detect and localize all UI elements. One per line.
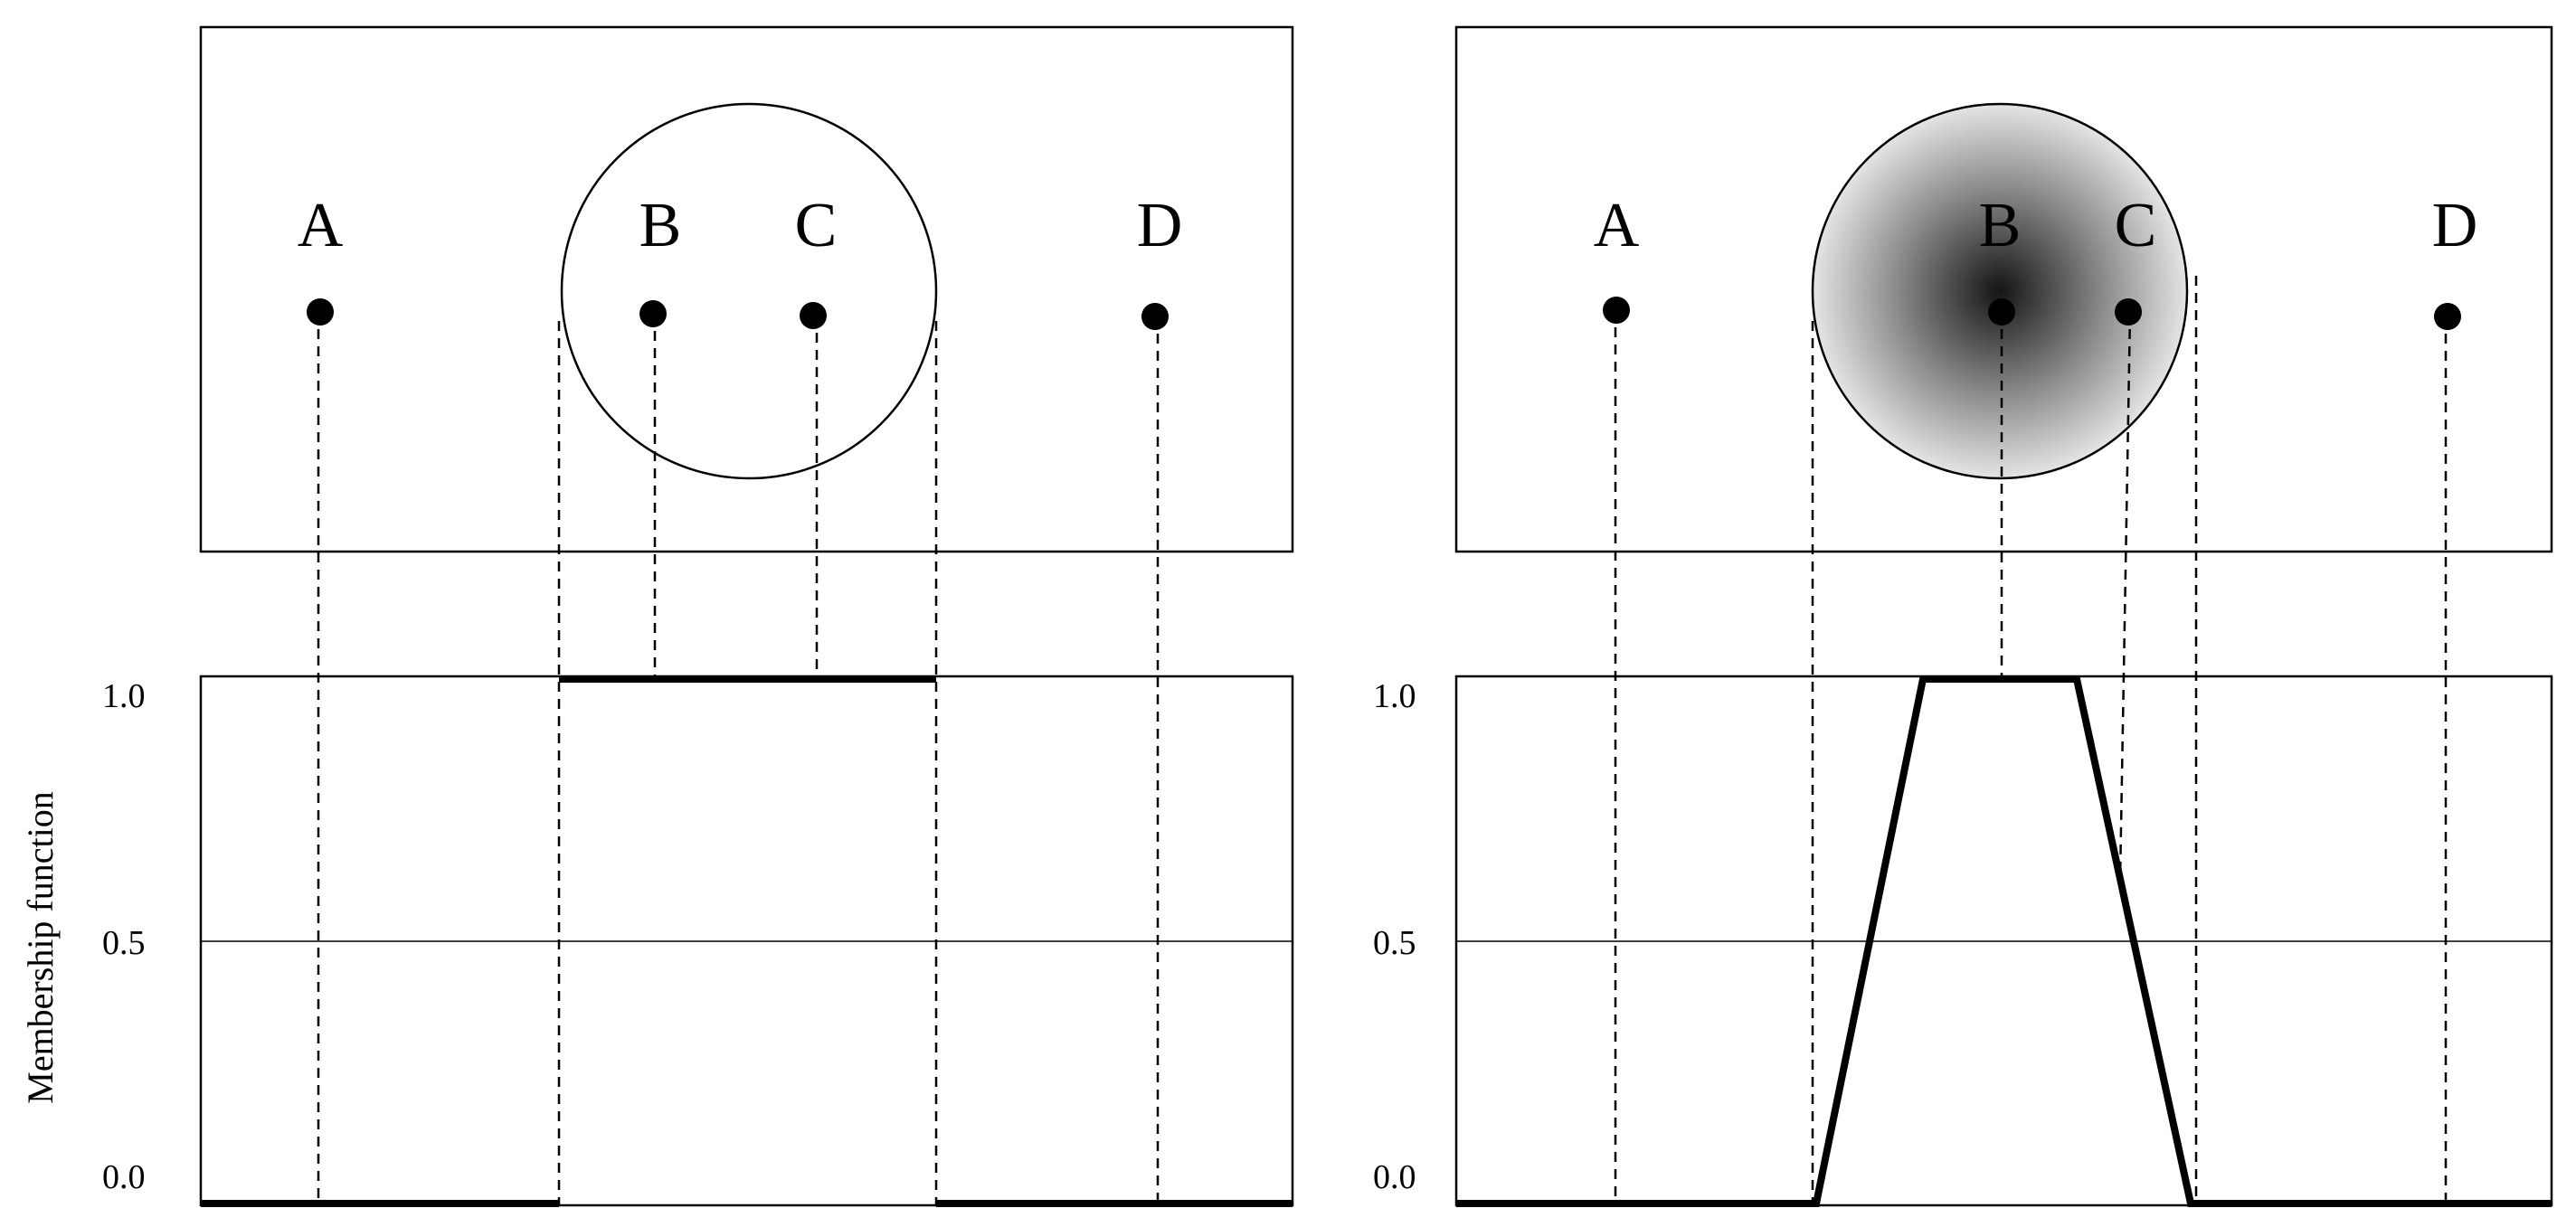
crisp-tick-05: 0.5 <box>102 924 146 962</box>
fuzzy-label-d: D <box>2432 191 2478 260</box>
fuzzy-tick-1: 1.0 <box>1373 677 1416 715</box>
fuzzy-point-b <box>1988 298 2015 326</box>
fuzzy-label-b: B <box>1979 191 2022 260</box>
fuzzy-tick-05: 0.5 <box>1373 924 1416 962</box>
crisp-tick-1: 1.0 <box>102 677 146 715</box>
fuzzy-set-circle <box>1811 102 2189 480</box>
crisp-label-c: C <box>795 191 838 260</box>
crisp-point-b <box>639 300 667 327</box>
crisp-label-d: D <box>1137 191 1183 260</box>
fuzzy-panel: A B C D 1.0 0.5 0.0 <box>1373 25 2553 1207</box>
crisp-point-d <box>1141 303 1169 330</box>
fuzzy-membership-line <box>1456 675 2552 1207</box>
crisp-panel: A B C D 1.0 0.5 0.0 <box>102 25 1294 1207</box>
crisp-tick-0: 0.0 <box>102 1158 146 1196</box>
fuzzy-label-c: C <box>2115 191 2157 260</box>
fuzzy-point-c <box>2115 298 2142 326</box>
fuzzy-tick-0: 0.0 <box>1373 1158 1416 1196</box>
crisp-label-a: A <box>298 191 344 260</box>
y-axis-title: Membership function <box>20 791 61 1104</box>
fuzzy-guide-c <box>2118 311 2132 881</box>
crisp-point-a <box>307 298 334 326</box>
fuzzy-point-a <box>1603 297 1630 324</box>
crisp-label-b: B <box>639 191 682 260</box>
fuzzy-label-a: A <box>1594 191 1640 260</box>
crisp-point-c <box>800 302 827 329</box>
crisp-set-circle <box>560 102 938 480</box>
fuzzy-point-d <box>2434 303 2461 330</box>
